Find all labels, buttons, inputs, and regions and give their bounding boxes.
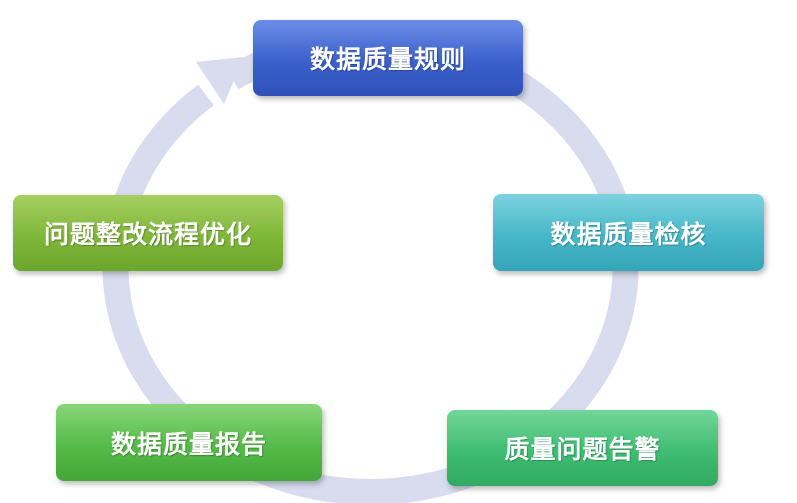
node-data-quality-report: 数据质量报告 (56, 404, 322, 481)
node-label: 问题整改流程优化 (43, 220, 252, 249)
node-label: 数据质量检核 (550, 219, 707, 249)
node-label: 数据质量规则 (309, 45, 466, 74)
node-label: 质量问题告警 (504, 435, 661, 464)
cycle-arrowhead (196, 57, 244, 104)
node-data-quality-rules: 数据质量规则 (253, 20, 523, 96)
node-label: 数据质量报告 (110, 429, 267, 459)
node-data-quality-check: 数据质量检核 (493, 194, 764, 271)
node-quality-issue-alert: 质量问题告警 (447, 410, 718, 486)
node-issue-fix-process-optimization: 问题整改流程优化 (13, 195, 283, 271)
